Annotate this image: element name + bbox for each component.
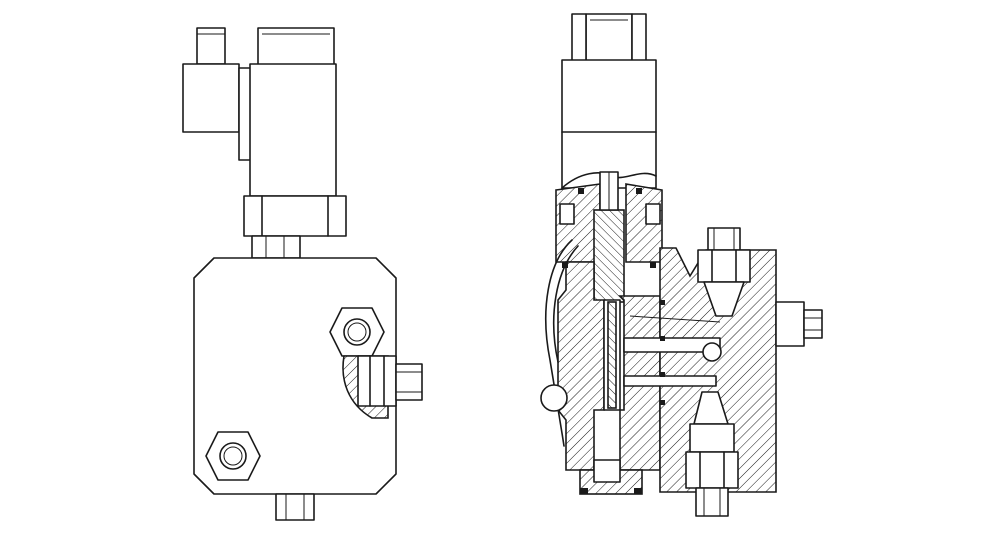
wire-ball [540, 384, 568, 412]
right-port [775, 301, 823, 347]
coil-nut [243, 195, 347, 237]
hex-plug-upper [329, 307, 385, 357]
section-connector-cap [571, 13, 647, 65]
plug-box [182, 63, 252, 161]
connector-cap [196, 27, 226, 65]
push-rod [603, 299, 621, 411]
hex-plug-lower [205, 431, 261, 481]
lower-fitting [685, 391, 739, 517]
bores [623, 315, 722, 387]
top-fitting [697, 227, 751, 317]
wire [540, 239, 579, 447]
section-nut [555, 183, 663, 263]
armature [593, 209, 625, 303]
bottom-plug [579, 459, 643, 495]
bottom-port [275, 493, 315, 521]
external-view [182, 27, 423, 521]
side-fitting [342, 355, 423, 419]
valve-stem [251, 235, 301, 259]
section-view [540, 13, 823, 517]
solenoid-coil [249, 27, 337, 197]
section-coil [561, 59, 657, 189]
